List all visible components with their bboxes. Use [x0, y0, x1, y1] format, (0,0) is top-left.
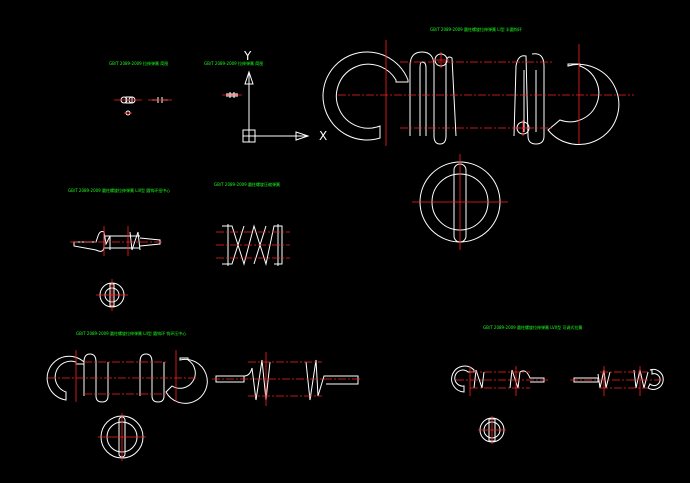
x-axis-label: X	[319, 129, 328, 143]
bottom-right-extension-spring-1-front-view	[451, 365, 548, 396]
label-spring-compression: GB/T 2089-2009 圆柱螺旋压缩弹簧	[214, 182, 280, 187]
tiny-spring-sketch-2	[222, 92, 242, 98]
ucs-axis-icon	[242, 70, 310, 143]
compression-spring-front-view	[216, 224, 290, 266]
label-spring-small-1: GB/T 2089-2009 拉伸弹簧 简图	[109, 61, 169, 66]
label-spring-mid-left: GB/T 2089-2009 圆柱螺旋拉伸弹簧 LIII型 圆钩环扭中心	[68, 188, 171, 193]
bottom-left-extension-spring-front-view	[46, 350, 208, 404]
label-spring-main: GB/T 2089-2009 圆柱螺旋拉伸弹簧 LI型 半圆钩环	[430, 27, 522, 32]
y-axis-label: Y	[244, 49, 252, 63]
bottom-right-extension-spring-end-view	[478, 416, 506, 444]
mid-left-extension-spring-front-view	[70, 226, 164, 256]
label-spring-small-2: GB/T 2089-2009 拉伸弹簧 简图	[204, 61, 264, 66]
label-spring-bottom-left: GB/T 2089-2009 圆柱螺旋拉伸弹簧 LII型 圆钩环 钩环压中心	[76, 331, 187, 336]
bottom-middle-extension-spring-front-view	[212, 352, 362, 406]
large-extension-spring-front-view	[322, 40, 634, 146]
bottom-right-extension-spring-2-front-view	[570, 366, 664, 396]
large-extension-spring-end-view	[412, 154, 508, 250]
mid-left-extension-spring-end-view	[96, 279, 128, 311]
tiny-spring-sketch-1	[114, 96, 172, 116]
bottom-left-extension-spring-end-view	[98, 413, 146, 461]
label-spring-bottom-right: GB/T 2089-2009 圆柱螺旋拉伸弹簧 LVII型 可调式拉簧	[483, 325, 583, 330]
